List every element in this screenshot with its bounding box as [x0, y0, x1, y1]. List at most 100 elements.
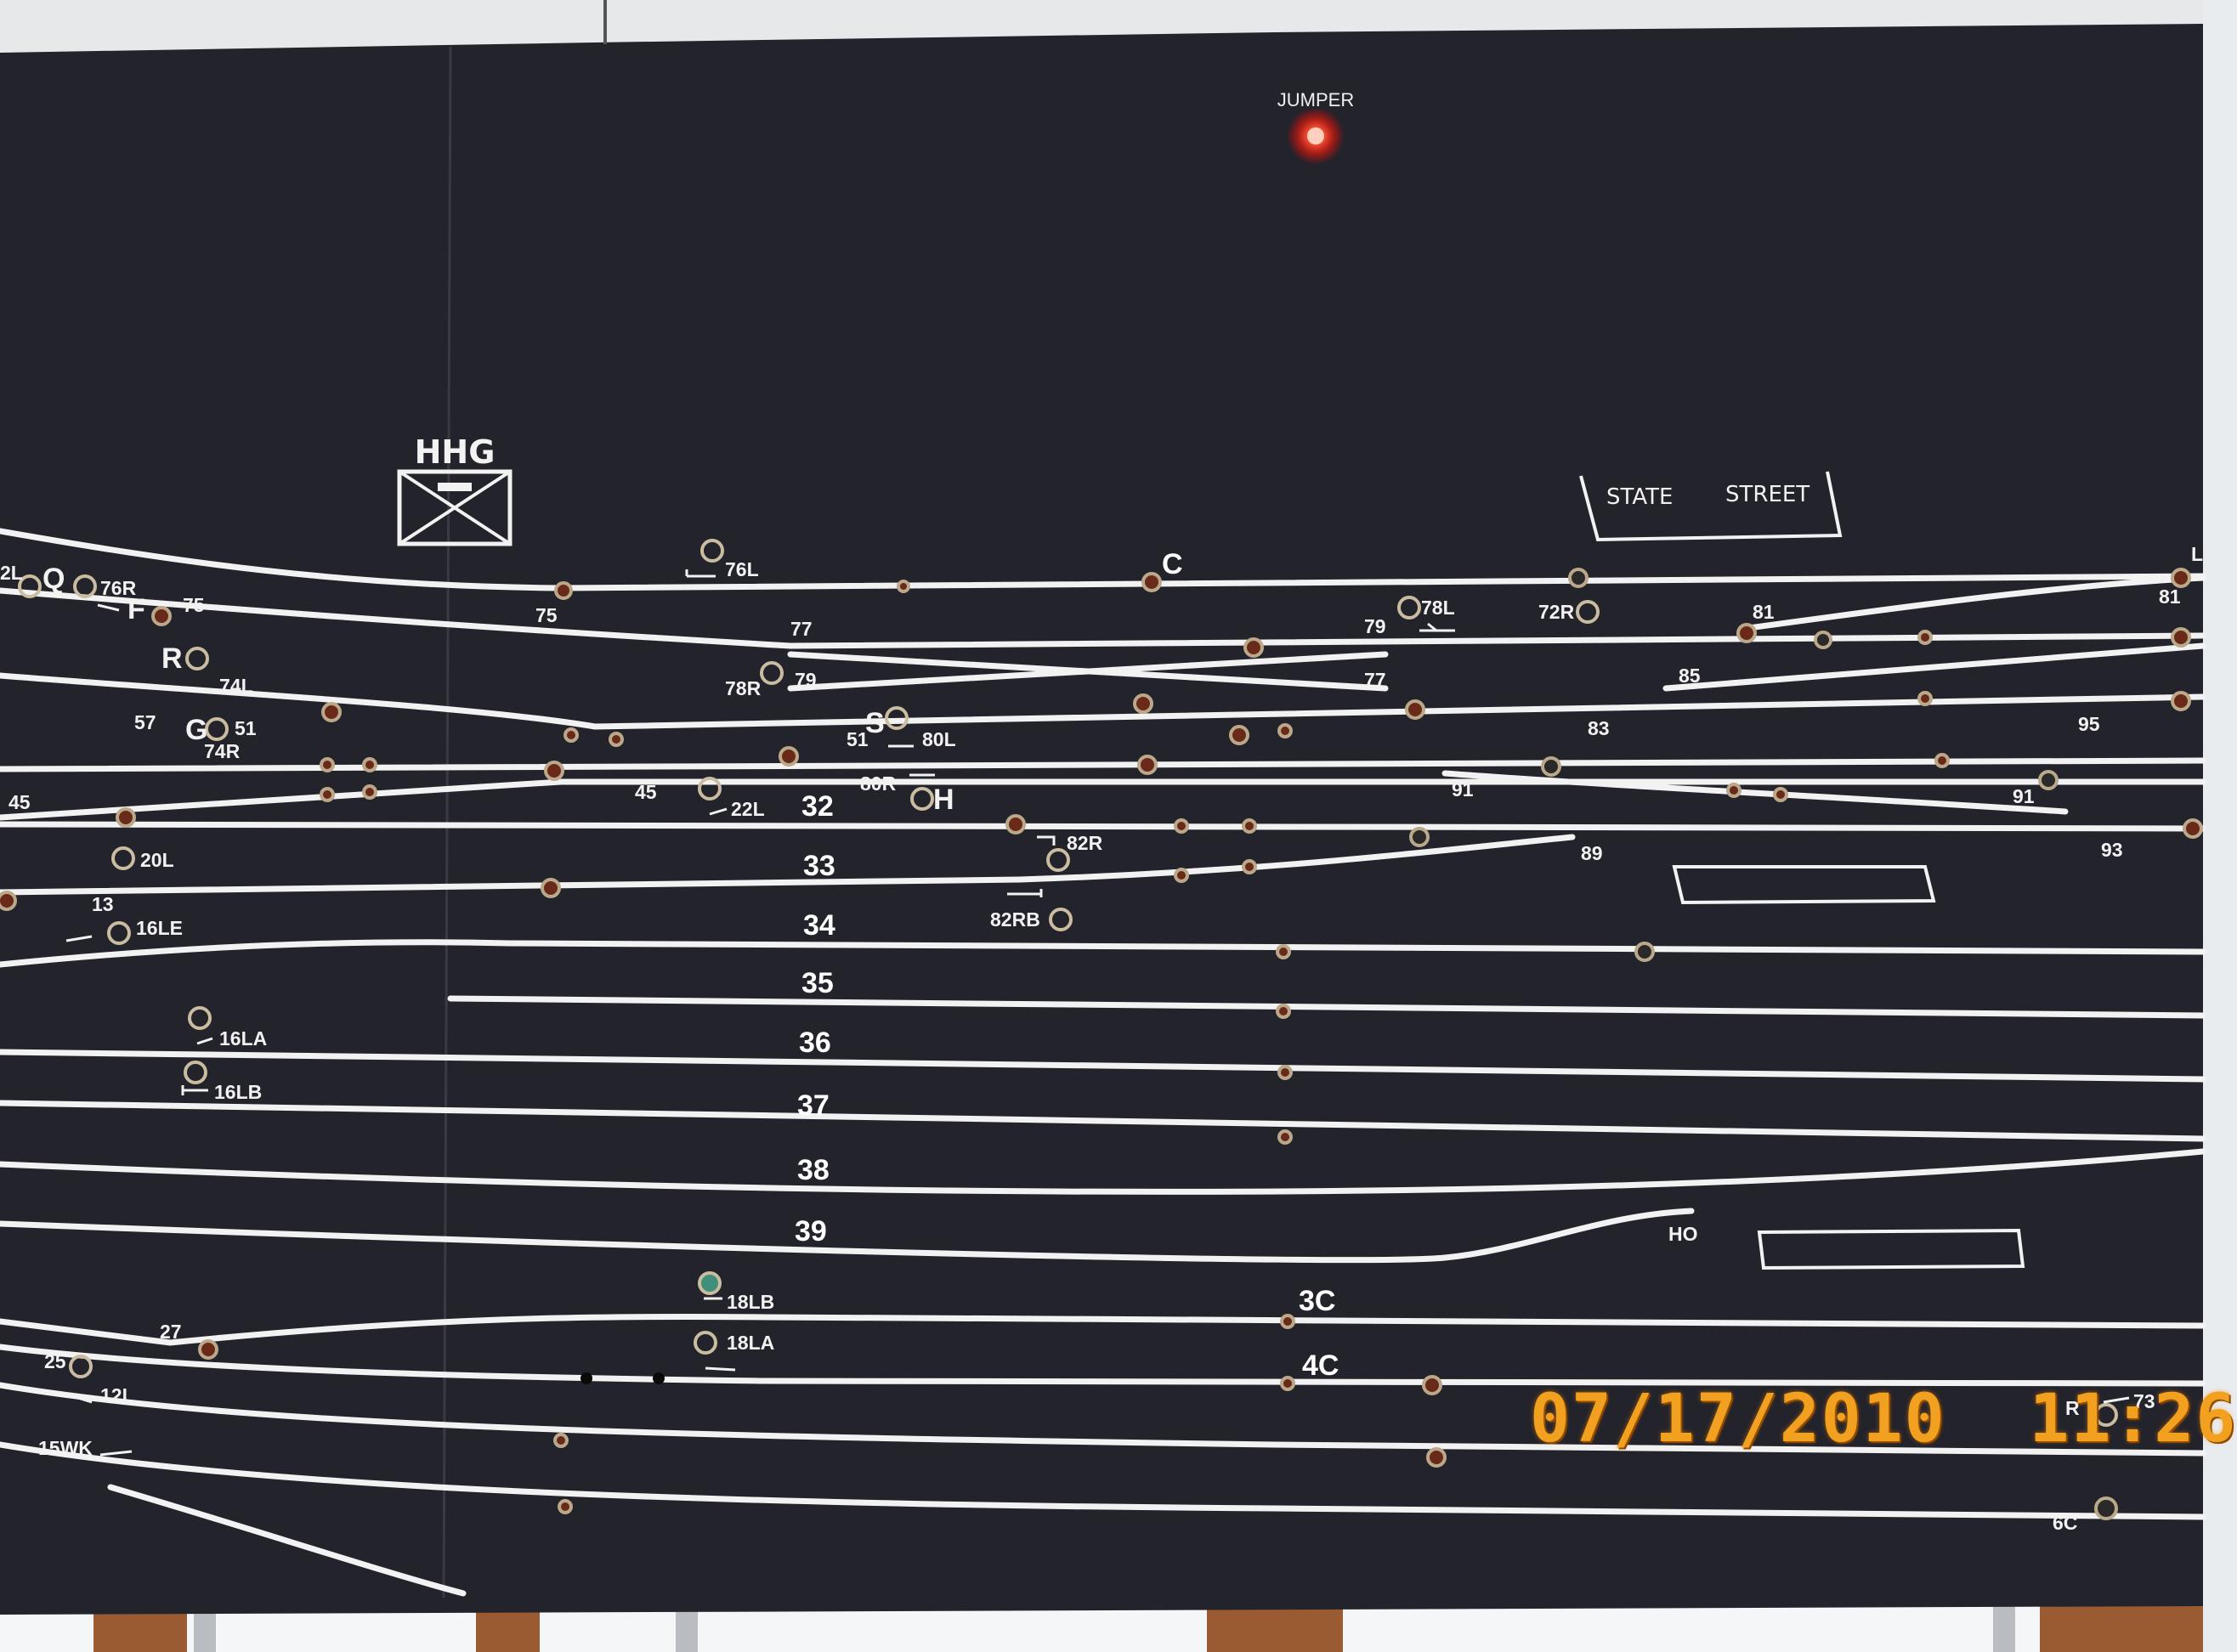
arrow-mark [1419, 622, 1455, 632]
lamp [198, 1339, 218, 1360]
lamp [541, 878, 561, 898]
switch-label: 76L [725, 558, 759, 580]
signal [885, 706, 909, 730]
signal [73, 574, 97, 598]
arrow-mark [1037, 835, 1056, 846]
lamp [897, 580, 910, 593]
lamp [321, 702, 342, 722]
lamp [1405, 699, 1425, 720]
lamp [1726, 783, 1741, 798]
lamp [609, 732, 624, 747]
switch-label: 75 [183, 594, 205, 616]
switch-label: 45 [8, 791, 31, 813]
signal [1046, 848, 1070, 872]
lamp [1133, 693, 1153, 714]
lamp [1277, 723, 1293, 738]
track-34 [0, 939, 2206, 968]
hhg-label: HHG [415, 433, 496, 471]
hhg-sign-bar [438, 483, 472, 491]
switch-label: R [2065, 1397, 2080, 1419]
track-label-35: 35 [801, 967, 834, 999]
switch-label: 45 [635, 781, 657, 803]
track-label-36: 36 [799, 1027, 831, 1059]
hhg-sign [397, 469, 513, 546]
lamp [1174, 868, 1189, 883]
arrow-mark [65, 935, 93, 942]
track-label-32: 32 [801, 790, 834, 823]
lamp [544, 761, 564, 781]
lamps [0, 568, 2203, 1520]
switch-label: 85 [1679, 665, 1701, 687]
lamp [1934, 753, 1950, 768]
crossover-4 [1739, 574, 2206, 632]
switch-label: 82R [1067, 832, 1103, 854]
switch-label: HO [1668, 1223, 1698, 1245]
switch-label: 89 [1581, 842, 1603, 864]
switch-label: 51 [847, 728, 869, 750]
track-32 [0, 821, 2206, 832]
switch-label: 74L [219, 675, 253, 697]
lamp [1426, 1447, 1447, 1468]
switch-label: 73 [2133, 1390, 2155, 1412]
switch-label: 83 [1588, 717, 1610, 739]
signal [69, 1355, 93, 1378]
signal [694, 1331, 717, 1355]
track-36 [0, 1049, 2206, 1083]
panel-seam [442, 46, 452, 1598]
lamp [554, 581, 573, 600]
lamp [1243, 637, 1264, 658]
jumper-led [1307, 127, 1324, 144]
lamp [1736, 623, 1757, 643]
arrow-mark [181, 1085, 208, 1095]
arrow-mark [97, 603, 120, 612]
switch-label: 18LB [727, 1291, 774, 1313]
signal [185, 647, 209, 670]
lamp [2094, 1496, 2118, 1520]
crossover-5 [1662, 642, 2206, 692]
camera-timestamp: 07/17/2010 11:26 [1530, 1381, 2237, 1457]
track-label-38: 38 [797, 1154, 830, 1186]
lamp [1005, 814, 1026, 834]
switch-label: 22L [731, 798, 765, 820]
lamp [2183, 818, 2203, 839]
lamp [1280, 1314, 1295, 1329]
lamp [1137, 755, 1158, 775]
switch-label: 57 [134, 711, 156, 733]
switch-label: 82RB [990, 908, 1040, 931]
partial-labels: 2L L [0, 543, 2203, 584]
lamp [1242, 818, 1257, 834]
track-38 [0, 1148, 2206, 1195]
switch-label: 6C [2053, 1512, 2077, 1534]
signal [910, 787, 934, 811]
arrow-mark [69, 1394, 93, 1404]
switch-label: 12L [100, 1384, 134, 1406]
signal-letter: G [185, 714, 207, 746]
arrow-mark [709, 807, 728, 816]
wood-frame-2 [476, 1606, 540, 1652]
state-street-sign [1579, 471, 1843, 542]
signal-letter: S [865, 707, 885, 739]
lamp [1409, 827, 1430, 847]
switch-label: 25 [44, 1350, 66, 1372]
lamp [2171, 691, 2191, 711]
switch-label: 79 [1364, 615, 1386, 637]
track-lower-1 [0, 1382, 2206, 1457]
lamp [1917, 630, 1933, 645]
signal [107, 921, 131, 945]
arrow-mark [196, 1037, 213, 1045]
switch-label: 72R [1538, 601, 1575, 623]
switch-label: 95 [2078, 713, 2100, 735]
lamp [116, 807, 136, 828]
lamp [1277, 1065, 1293, 1080]
track-label-4c: 4C [1302, 1349, 1339, 1382]
switch-label: 79 [795, 669, 817, 691]
switch-label: 18LA [727, 1332, 774, 1354]
track-c [0, 528, 2206, 591]
track-label-34: 34 [803, 909, 835, 942]
signal-letter: H [933, 784, 954, 816]
outline-box-1 [1672, 865, 1936, 905]
switch-label: 74R [204, 740, 241, 762]
lamp [1917, 691, 1933, 706]
track-label-39: 39 [795, 1215, 827, 1247]
